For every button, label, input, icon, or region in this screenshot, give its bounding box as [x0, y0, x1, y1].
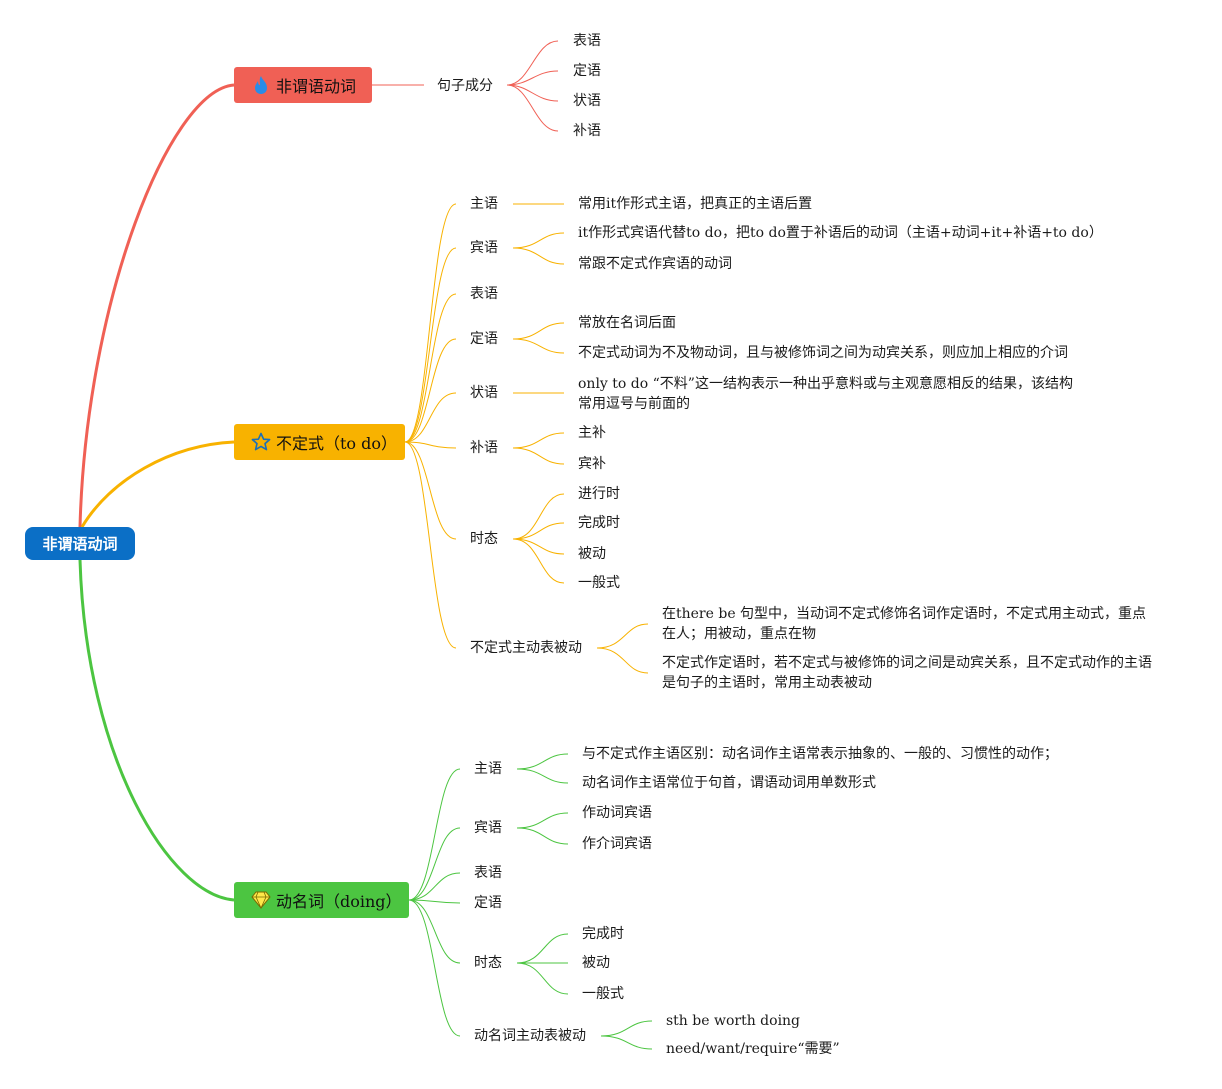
link-b1-beidong-1 [596, 647, 649, 674]
link-b2-binyu-1 [516, 827, 569, 845]
branch-node-infinitive[interactable]: 不定式（to do） [234, 424, 405, 460]
topic-node[interactable]: 在there be 句型中，当动词不定式修饰名词作定语时，不定式用主动式，重点在… [662, 606, 1147, 642]
branch-node-label: 不定式（to do） [276, 434, 398, 453]
link-b2-zhuyu-1 [516, 768, 569, 784]
topic-node[interactable]: 定语 [470, 331, 498, 347]
branch-node-nonfinite[interactable]: 非谓语动词 [234, 67, 372, 103]
topic-node[interactable]: 句子成分 [437, 78, 493, 94]
topic-node[interactable]: 时态 [470, 531, 498, 547]
link-b1-l1-6 [404, 441, 457, 540]
link-b1-buyu-1 [512, 447, 565, 465]
link-b1-shitai-1 [512, 522, 565, 540]
topic-node[interactable]: 状语 [573, 93, 601, 109]
link-b1-shitai-2 [512, 538, 565, 555]
topic-node[interactable]: 时态 [474, 955, 502, 971]
link-root-branch-0 [78, 83, 235, 528]
link-b1-l1-2 [404, 293, 457, 443]
topic-node[interactable]: 一般式 [578, 575, 620, 591]
link-b1-dingyu-1 [512, 338, 565, 354]
link-b1-binyu-0 [512, 232, 565, 249]
diamond-icon [250, 889, 272, 911]
link-b0-c0 [506, 40, 559, 86]
branch-node-label: 非谓语动词 [276, 77, 357, 96]
link-b2-l1-4 [408, 899, 461, 964]
topic-node[interactable]: 作介词宾语 [582, 836, 652, 852]
topic-node[interactable]: 主补 [578, 425, 606, 441]
link-b2-l1-0 [408, 768, 461, 901]
topic-node[interactable]: 常放在名词后面 [578, 315, 676, 331]
topic-node[interactable]: 动名词作主语常位于句首，谓语动词用单数形式 [582, 775, 876, 791]
topic-node[interactable]: 被动 [582, 955, 610, 971]
topic-node[interactable]: 宾补 [578, 456, 606, 472]
topic-node[interactable]: need/want/require“需要” [666, 1041, 840, 1057]
topic-node[interactable]: 主语 [470, 196, 498, 212]
topic-node[interactable]: it作形式宾语代替to do，把to do置于补语后的动词（主语+动词+it+补… [578, 225, 1103, 241]
topic-node[interactable]: 常用it作形式主语，把真正的主语后置 [578, 196, 813, 212]
link-root-branch-2 [78, 559, 235, 902]
topic-node[interactable]: only to do “不料”这一结构表示一种出乎意料或与主观意愿相反的结果，该… [578, 376, 1073, 412]
topic-node[interactable]: 作动词宾语 [582, 805, 652, 821]
topic-node[interactable]: 主语 [474, 761, 502, 777]
topic-node[interactable]: 表语 [573, 33, 601, 49]
link-b1-binyu-1 [512, 247, 565, 265]
topic-node[interactable]: 与不定式作主语区别：动名词作主语常表示抽象的、一般的、习惯性的动作； [582, 746, 1058, 762]
topic-node[interactable]: 常跟不定式作宾语的动词 [578, 256, 732, 272]
topic-node[interactable]: 不定式动词为不及物动词，且与被修饰词之间为动宾关系，则应加上相应的介词 [578, 345, 1068, 361]
link-b1-l1-7 [404, 441, 457, 649]
link-b1-dingyu-0 [512, 322, 565, 340]
link-b1-l1-4 [404, 392, 457, 443]
topic-node[interactable]: 进行时 [578, 486, 620, 502]
link-b1-beidong-0 [596, 623, 649, 649]
link-b0-c3 [506, 84, 559, 132]
branch-node-label: 动名词（doing） [276, 892, 402, 911]
root-node[interactable]: 非谓语动词 [25, 527, 135, 560]
link-b2-beidong-0 [600, 1020, 653, 1037]
topic-node[interactable]: 宾语 [470, 240, 498, 256]
link-b2-shitai-0 [516, 933, 569, 964]
star-outline-icon [250, 431, 272, 453]
topic-node[interactable]: sth be worth doing [666, 1013, 801, 1029]
root-node-label: 非谓语动词 [42, 535, 118, 553]
link-b2-shitai-2 [516, 962, 569, 995]
link-b1-buyu-0 [512, 432, 565, 449]
topic-node[interactable]: 完成时 [582, 926, 624, 942]
link-b1-l1-5 [404, 441, 457, 449]
topic-node[interactable]: 表语 [474, 865, 502, 881]
link-b2-zhuyu-0 [516, 753, 569, 770]
topic-node[interactable]: 动名词主动表被动 [474, 1028, 586, 1044]
link-b2-binyu-0 [516, 812, 569, 829]
link-b0-c1 [506, 70, 559, 86]
link-b1-l1-0 [404, 203, 457, 443]
topic-node[interactable]: 不定式作定语时，若不定式与被修饰的词之间是动宾关系，且不定式动作的主语是句子的主… [662, 655, 1152, 691]
topic-node[interactable]: 定语 [474, 895, 502, 911]
topic-node[interactable]: 一般式 [582, 986, 624, 1002]
link-b1-l1-3 [404, 338, 457, 443]
topic-node[interactable]: 状语 [470, 385, 498, 401]
topic-node[interactable]: 定语 [573, 63, 601, 79]
topic-node[interactable]: 补语 [573, 123, 601, 139]
link-b1-shitai-0 [512, 493, 565, 540]
branch-node-gerund[interactable]: 动名词（doing） [234, 882, 409, 918]
topic-node[interactable]: 宾语 [474, 820, 502, 836]
topic-node[interactable]: 被动 [578, 546, 606, 562]
topic-node[interactable]: 不定式主动表被动 [470, 640, 582, 656]
link-b2-beidong-1 [600, 1035, 653, 1050]
flame-icon [250, 74, 272, 96]
link-b2-l1-5 [408, 899, 461, 1037]
link-root-branch-1 [80, 440, 235, 528]
topic-node[interactable]: 补语 [470, 440, 498, 456]
topic-node[interactable]: 完成时 [578, 515, 620, 531]
topic-node[interactable]: 表语 [470, 286, 498, 302]
link-b2-l1-1 [408, 827, 461, 901]
link-b2-l1-2 [408, 872, 461, 901]
link-b1-l1-1 [404, 247, 457, 443]
link-b2-l1-3 [408, 899, 461, 904]
link-b1-shitai-3 [512, 538, 565, 584]
